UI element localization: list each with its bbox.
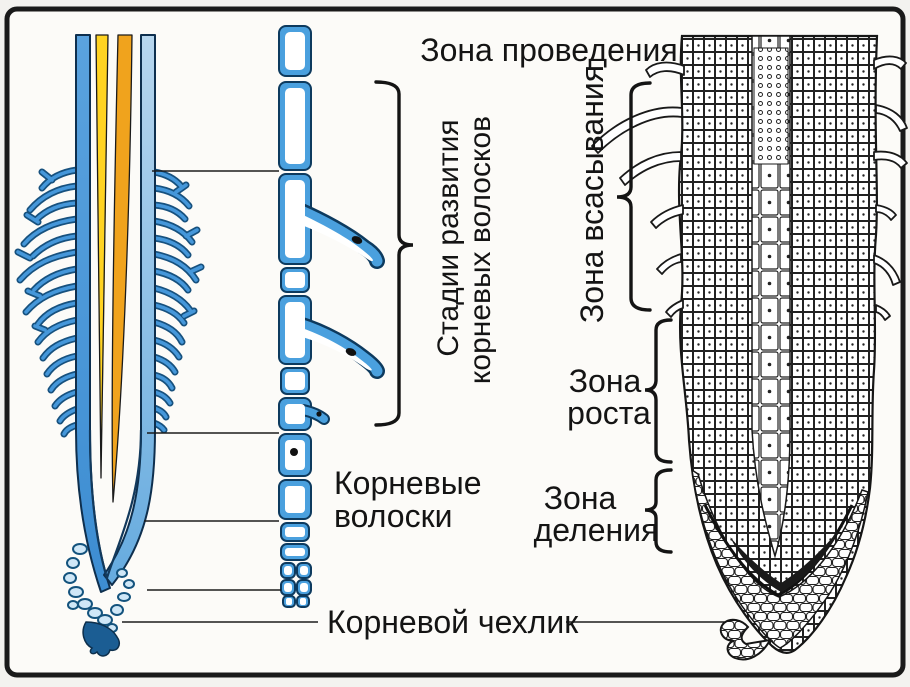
root-tip-inner-outline xyxy=(88,429,143,580)
label-conduction-zone: Зона проведения xyxy=(420,32,677,68)
hairs-right-fill xyxy=(152,170,203,432)
cell-lumens xyxy=(284,32,373,605)
root-hairs-right xyxy=(150,168,205,434)
label-division-zone-line1: Зона xyxy=(544,480,617,516)
brace-division-zone xyxy=(644,468,673,554)
root-cap-region xyxy=(691,468,869,661)
label-hair-stages-line2: корневых волосков xyxy=(464,116,497,384)
root-cap-dark-blob xyxy=(82,621,120,657)
phloem-orange-stripe xyxy=(111,34,133,503)
label-hair-stages-line1: Стадии развития xyxy=(432,119,465,356)
label-growth-zone-line1: Зона xyxy=(569,363,642,399)
hair-stage-bump xyxy=(297,404,330,425)
brace-hair-stages xyxy=(374,80,414,427)
xylem-yellow-stripe xyxy=(95,34,109,479)
hair-stage-tube-2 xyxy=(291,316,385,379)
cap-curl xyxy=(719,618,772,661)
nuclei-dots xyxy=(290,236,363,456)
hairs-left-fill xyxy=(16,168,79,436)
label-growth-zone-line2: роста xyxy=(567,395,651,431)
vascular-stripes xyxy=(75,34,156,593)
right-root-micrograph xyxy=(591,34,908,661)
micrograph-root-hairs xyxy=(591,55,908,321)
cortex-right-stripe xyxy=(103,34,156,586)
root-tip-cap xyxy=(63,543,135,657)
brace-growth-zone xyxy=(644,318,673,464)
brace-absorption-zone xyxy=(616,81,652,312)
label-root-cap: Корневой чехлик xyxy=(327,604,579,640)
hair-development-column xyxy=(278,25,385,608)
label-absorption-zone: Зона всасывания xyxy=(574,65,610,323)
label-root-hairs-line1: Корневые xyxy=(334,465,482,501)
left-root-scheme xyxy=(14,34,205,657)
central-cylinder xyxy=(751,35,791,559)
root-hairs-left xyxy=(14,166,81,438)
label-root-hairs-line2: волоски xyxy=(334,498,452,534)
connector-lines xyxy=(122,170,728,623)
hair-stage-tube-1 xyxy=(291,202,385,269)
vessel-dots-column xyxy=(753,47,789,165)
label-division-zone-line2: деления xyxy=(534,512,659,548)
